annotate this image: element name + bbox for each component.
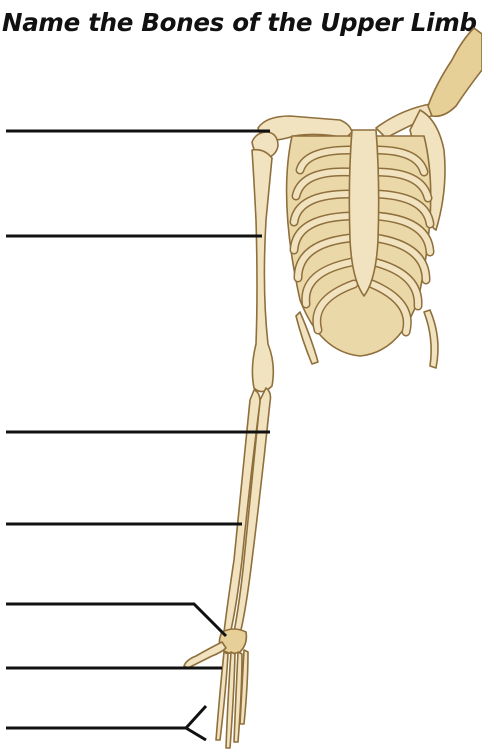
phalanges-label-branch bbox=[186, 728, 206, 740]
floating-rib-right bbox=[424, 310, 438, 368]
sternum bbox=[349, 130, 378, 296]
left-humerus bbox=[252, 150, 273, 392]
carpals-label-line bbox=[6, 604, 226, 636]
phalanges-label-line bbox=[6, 706, 206, 728]
rib-cage bbox=[287, 130, 438, 368]
right-humerus-top bbox=[428, 28, 482, 116]
left-thumb bbox=[184, 642, 226, 668]
